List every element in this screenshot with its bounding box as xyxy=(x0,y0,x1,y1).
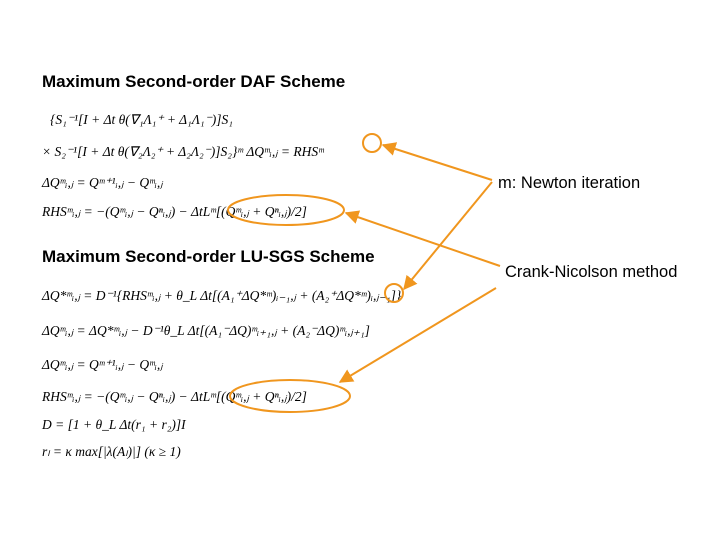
daf-equation-1: {S₁⁻¹[I + Δt θ(∇₁Λ₁⁺ + Δ₁Λ₁⁻)]S₁ xyxy=(50,112,233,127)
daf-equation-2: × S₂⁻¹[I + Δt θ(∇₂Λ₂⁺ + Δ₂Λ₂⁻)]S₂}ᵐ ΔQᵐᵢ… xyxy=(42,144,324,159)
newton-arrow-2 xyxy=(403,181,493,291)
lusgs-equation-6: rₗ = κ max[|λ(Aₗ)|] (κ ≥ 1) xyxy=(42,444,181,459)
lusgs-equation-5: D = [1 + θ_L Δt(r₁ + r₂)]I xyxy=(42,417,186,432)
daf-equation-3: ΔQᵐᵢ,ⱼ = Qᵐ⁺¹ᵢ,ⱼ − Qᵐᵢ,ⱼ xyxy=(42,175,163,190)
newton-iteration-label: m: Newton iteration xyxy=(498,174,641,192)
newton-arrow-1 xyxy=(381,142,493,181)
daf-equation-4: RHSᵐᵢ,ⱼ = −(Qᵐᵢ,ⱼ − Qⁿᵢ,ⱼ) − ΔtLᵐ[(Qᵐᵢ,ⱼ… xyxy=(42,204,307,219)
daf-scheme-title: Maximum Second-order DAF Scheme xyxy=(42,72,346,91)
lusgs-equation-3: ΔQᵐᵢ,ⱼ = Qᵐ⁺¹ᵢ,ⱼ − Qᵐᵢ,ⱼ xyxy=(42,357,163,372)
newton-highlight-circle xyxy=(362,133,382,153)
crank-nicolson-label: Crank-Nicolson method xyxy=(505,263,678,281)
lusgs-equation-1: ΔQ*ᵐᵢ,ⱼ = D⁻¹{RHSᵐᵢ,ⱼ + θ_L Δt[(A₁⁺ΔQ*ᵐ)… xyxy=(42,288,402,303)
lusgs-equation-4: RHSᵐᵢ,ⱼ = −(Qᵐᵢ,ⱼ − Qⁿᵢ,ⱼ) − ΔtLᵐ[(Qᵐᵢ,ⱼ… xyxy=(42,389,307,404)
lusgs-scheme-title: Maximum Second-order LU-SGS Scheme xyxy=(42,247,375,266)
lusgs-equation-2: ΔQᵐᵢ,ⱼ = ΔQ*ᵐᵢ,ⱼ − D⁻¹θ_L Δt[(A₁⁻ΔQ)ᵐᵢ₊₁… xyxy=(42,323,370,338)
